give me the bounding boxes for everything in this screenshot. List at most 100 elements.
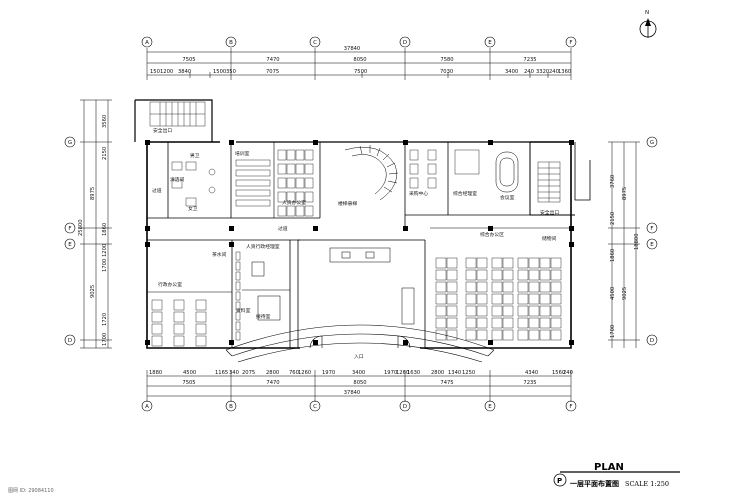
- dim-top-detail-3: 3840: [178, 69, 191, 75]
- label-training: 培训室: [235, 150, 250, 157]
- desk: [517, 317, 529, 329]
- dim-bottom-total: 37840: [344, 390, 361, 396]
- watermark: 图网 ID: 29084110: [8, 488, 54, 494]
- label-corridor-left: 过道: [152, 187, 162, 194]
- label-toilet: 男卫: [190, 153, 200, 159]
- label-hr-office: 人资办公室: [282, 199, 306, 206]
- desk: [517, 329, 529, 341]
- label-open-office: 综合办公区: [480, 231, 504, 238]
- desk: [528, 281, 540, 293]
- dim-bottom-detail-3: 1165: [215, 370, 228, 376]
- desk: [435, 293, 447, 305]
- desk: [517, 305, 529, 317]
- desk: [465, 269, 477, 281]
- desk: [446, 257, 458, 269]
- svg-text:F: F: [68, 226, 71, 232]
- spiral-stair: [344, 145, 399, 201]
- label-reception-room: 接待室: [256, 313, 271, 320]
- axis-bubble-top-D: D: [399, 36, 411, 48]
- desk: [304, 191, 314, 203]
- desk: [277, 177, 287, 189]
- dim-bottom-bay-5: 7235: [523, 380, 536, 386]
- svg-text:E: E: [68, 242, 72, 248]
- axis-bubble-top-B: B: [225, 36, 237, 48]
- dim-bottom-bay-3: 8050: [353, 380, 366, 386]
- svg-text:D: D: [650, 338, 654, 344]
- dim-top-detail-6: 7075: [266, 69, 279, 75]
- dim-right-5: 18800: [634, 233, 640, 250]
- dimension-lines-bottom: [146, 370, 572, 402]
- desk: [491, 269, 503, 281]
- desk: [491, 257, 503, 269]
- label-stair-exit-top: 安全出口: [153, 127, 172, 134]
- dim-right-1: 3760: [610, 175, 616, 188]
- axis-bubble-left-F: F: [64, 222, 76, 234]
- desk: [491, 329, 503, 341]
- dim-top-bay-1: 7505: [182, 57, 195, 63]
- desk: [502, 305, 514, 317]
- svg-text:F: F: [569, 404, 572, 410]
- desk: [151, 311, 163, 323]
- dim-top-detail-5: 350: [226, 69, 236, 75]
- dim-bottom-detail-10: 3400: [352, 370, 365, 376]
- desk: [446, 269, 458, 281]
- desk: [476, 305, 488, 317]
- desk: [173, 311, 185, 323]
- axis-bubble-top-C: C: [309, 36, 321, 48]
- desk: [286, 191, 296, 203]
- desk: [235, 179, 271, 187]
- desk: [528, 293, 540, 305]
- dim-left-1: 3560: [102, 115, 108, 128]
- dim-bottom-detail-17: 4340: [525, 370, 538, 376]
- axis-bubble-top-F: F: [565, 36, 577, 48]
- axis-bubble-right-E: E: [646, 238, 658, 250]
- dim-bottom-bay-4: 7475: [440, 380, 453, 386]
- dim-bottom-detail-1: 1880: [149, 370, 162, 376]
- dim-top-bay-3: 8050: [353, 57, 366, 63]
- desk: [235, 321, 241, 331]
- desk: [446, 329, 458, 341]
- desk: [427, 163, 437, 175]
- dimension-lines-right: [608, 141, 640, 348]
- desk: [465, 317, 477, 329]
- dim-top-detail-8: 7030: [440, 69, 453, 75]
- dim-top-detail-7: 7500: [354, 69, 367, 75]
- dim-bottom-bay-2: 7470: [266, 380, 279, 386]
- desk: [277, 191, 287, 203]
- desk: [435, 281, 447, 293]
- desk: [295, 177, 305, 189]
- label-archive: 资料室: [236, 307, 251, 314]
- desk: [195, 323, 207, 335]
- desk: [502, 281, 514, 293]
- desk: [550, 305, 562, 317]
- desk: [173, 299, 185, 311]
- desk: [304, 163, 314, 175]
- desk: [427, 177, 437, 189]
- desk: [151, 335, 163, 347]
- desk: [539, 317, 551, 329]
- dim-top-detail-10: 240: [524, 69, 534, 75]
- dim-right-8: 1700: [610, 325, 616, 338]
- label-safety-exit: 安全出口: [540, 209, 559, 216]
- desk: [409, 177, 419, 189]
- desk: [295, 163, 305, 175]
- desk: [235, 331, 241, 341]
- desk: [151, 323, 163, 335]
- desk: [539, 293, 551, 305]
- desk: [491, 305, 503, 317]
- dim-bottom-detail-8: 1260: [298, 370, 311, 376]
- desk: [528, 317, 540, 329]
- axis-bubble-right-G: G: [646, 136, 658, 148]
- desk: [235, 169, 271, 177]
- room-labels: 安全出口 男卫 清洁间 女卫 过道 培训室 人资办公室 楼梯悬梯 采购中心 综合…: [152, 127, 559, 360]
- desk: [528, 269, 540, 281]
- stair-right: [537, 161, 561, 203]
- desk: [491, 281, 503, 293]
- desk: [476, 329, 488, 341]
- desk: [286, 149, 296, 161]
- dim-left-7: 1700: [102, 259, 108, 272]
- label-admin-office: 行政办公室: [158, 281, 182, 288]
- dim-right-4: 1860: [610, 249, 616, 262]
- dim-bottom-detail-14: 2800: [431, 370, 444, 376]
